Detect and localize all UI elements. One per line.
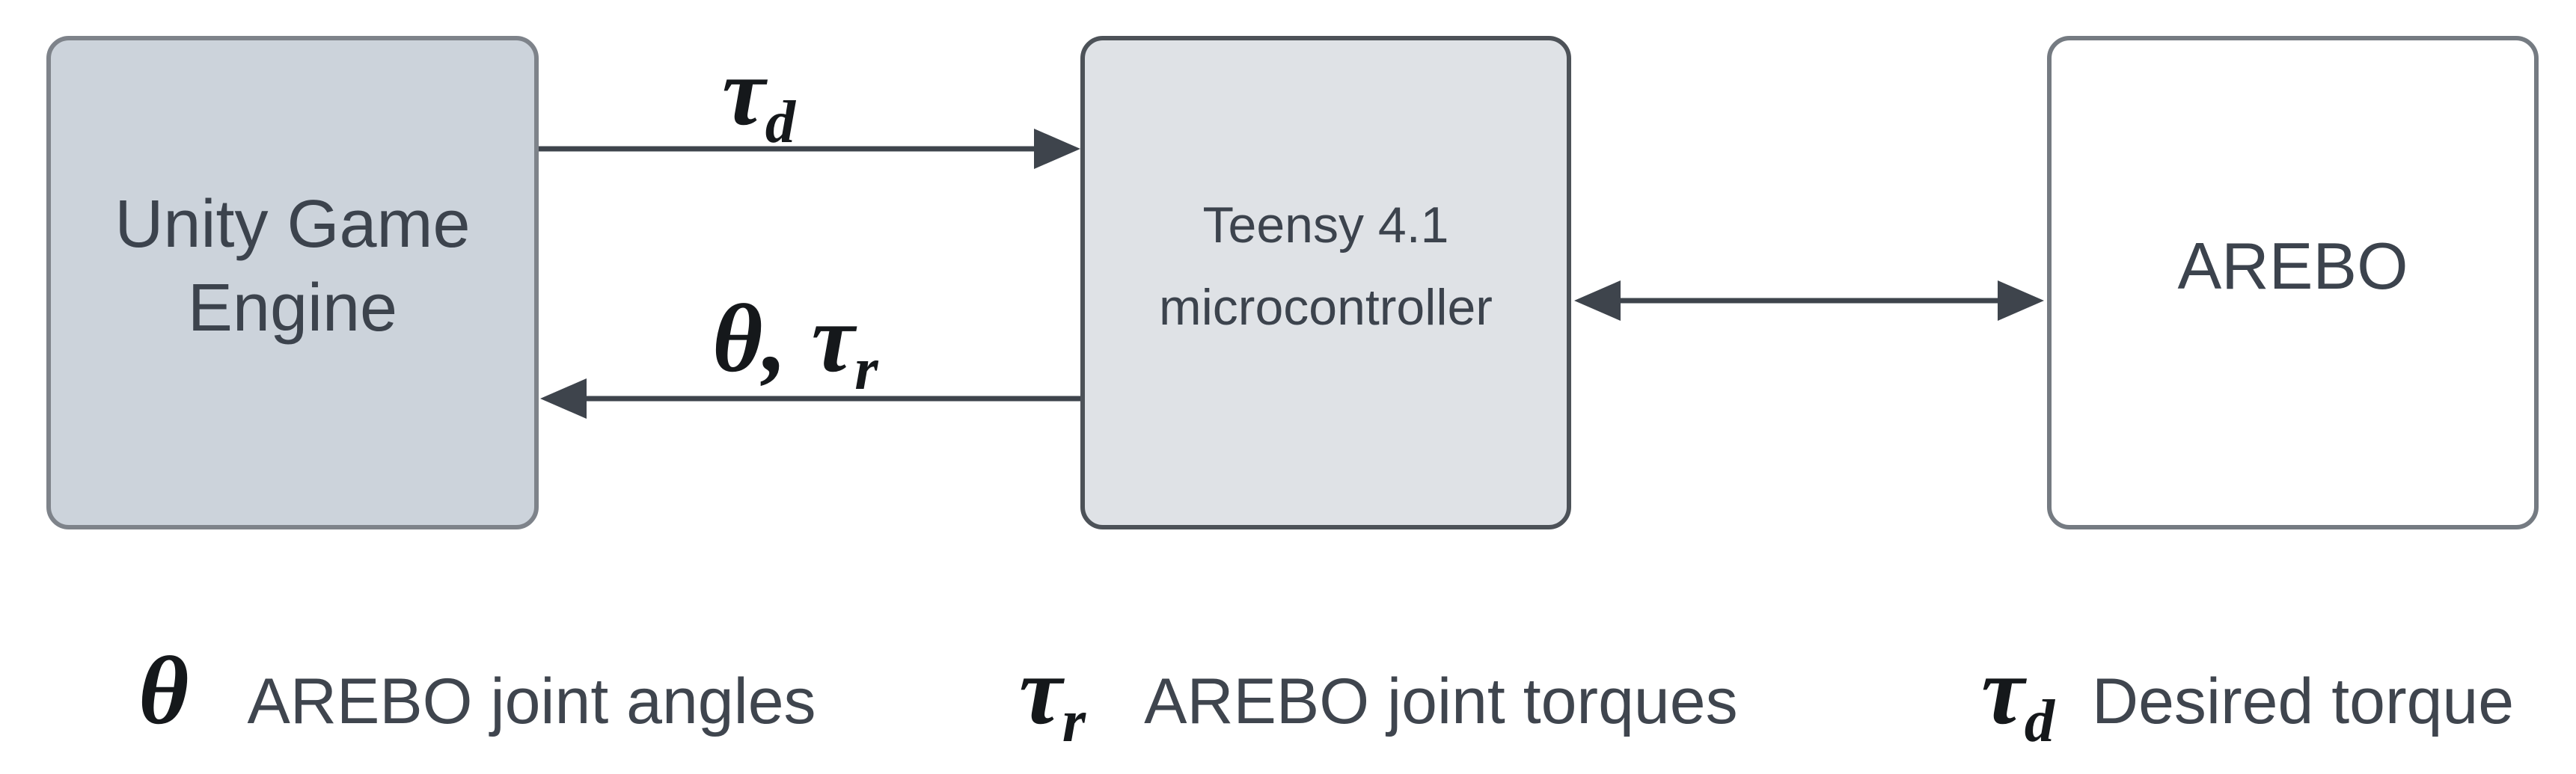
node-unity-label-line2: Engine bbox=[187, 271, 398, 345]
legend-tau-d-symbol-base: τ bbox=[1981, 637, 2025, 745]
legend-theta-symbol: θ bbox=[138, 642, 189, 752]
edge-label-theta-tau-r-subscript: r bbox=[854, 336, 878, 403]
edge-label-theta-tau-r: θ, τr bbox=[712, 290, 878, 400]
legend-tau-r-symbol: τr bbox=[1019, 642, 1086, 752]
arrow-teensy-arebo-left-head-icon bbox=[1574, 280, 1621, 321]
node-teensy-label-line1: Teensy 4.1 bbox=[1202, 197, 1449, 254]
edge-label-tau-d-subscript: d bbox=[765, 89, 795, 156]
legend-theta-symbol-base: θ bbox=[138, 637, 189, 745]
legend-item-theta: θ AREBO joint angles bbox=[138, 642, 816, 752]
legend-tau-r-symbol-base: τ bbox=[1019, 637, 1062, 745]
legend-tau-d-symbol: τd bbox=[1981, 642, 2055, 752]
edge-label-theta-tau-r-base: θ, τ bbox=[712, 285, 855, 393]
node-unity-game-engine: Unity Game Engine bbox=[46, 36, 539, 529]
legend-item-tau-r: τr AREBO joint torques bbox=[1019, 642, 1738, 752]
node-unity-label-line1: Unity Game bbox=[114, 187, 471, 262]
legend-tau-r-label: AREBO joint torques bbox=[1144, 666, 1738, 737]
node-arebo: AREBO bbox=[2047, 36, 2539, 529]
node-unity-label: Unity Game Engine bbox=[114, 182, 470, 350]
arrow-teensy-to-unity-head-icon bbox=[540, 378, 587, 419]
edge-label-tau-d: τd bbox=[722, 43, 795, 153]
legend-tau-d-label: Desired torque bbox=[2092, 666, 2515, 737]
legend-tau-r-symbol-subscript: r bbox=[1062, 688, 1086, 755]
node-arebo-label: AREBO bbox=[2177, 229, 2408, 303]
legend-theta-label: AREBO joint angles bbox=[247, 666, 816, 737]
node-teensy-label-line2: microcontroller bbox=[1159, 279, 1493, 336]
legend-item-tau-d: τd Desired torque bbox=[1981, 642, 2514, 752]
node-teensy-label: Teensy 4.1 microcontroller bbox=[1159, 184, 1493, 348]
arrow-teensy-arebo-right-head-icon bbox=[1998, 280, 2044, 321]
legend-tau-d-symbol-subscript: d bbox=[2024, 688, 2055, 755]
node-teensy-microcontroller: Teensy 4.1 microcontroller bbox=[1080, 36, 1571, 529]
arrow-unity-to-teensy-head-icon bbox=[1034, 129, 1080, 169]
edge-label-tau-d-base: τ bbox=[722, 38, 765, 146]
